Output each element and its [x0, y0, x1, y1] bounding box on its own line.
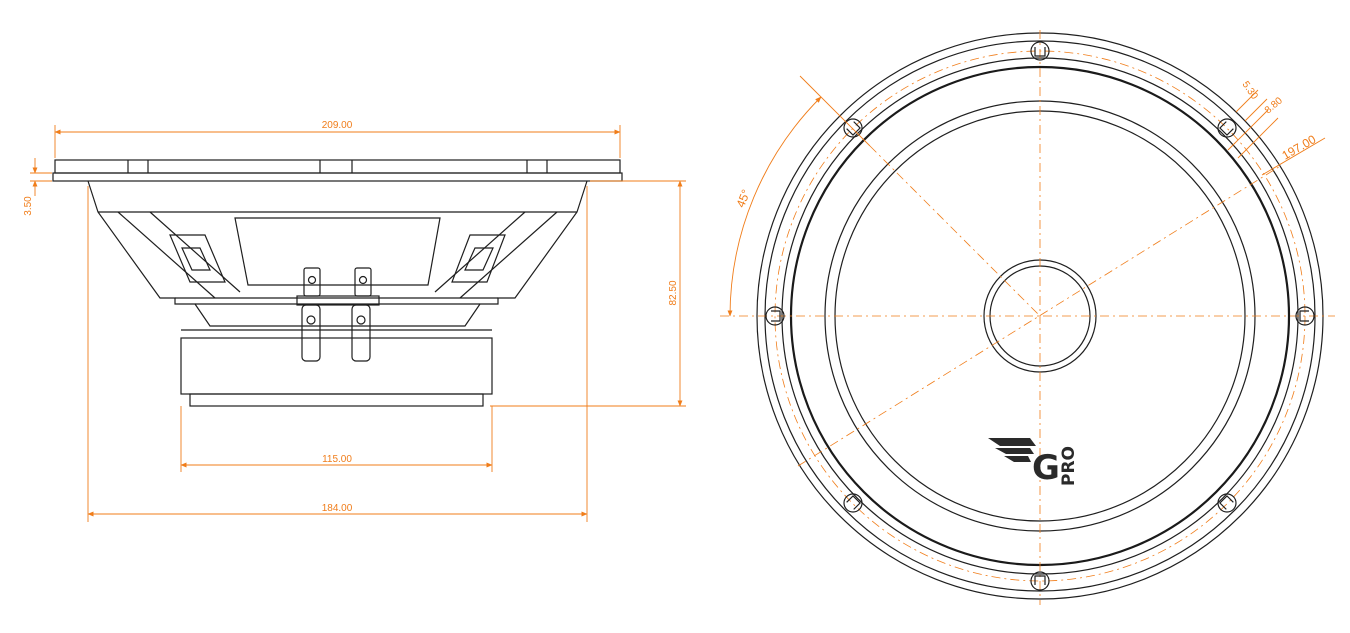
dim-angle-label: 45°	[733, 187, 753, 209]
side-basket-inner	[98, 211, 577, 305]
front-view: 45° 5.30 8.80 197.00 G PRO	[720, 30, 1335, 605]
dim-angle: 45°	[727, 75, 871, 317]
basket-rib-right	[434, 211, 558, 299]
side-flange	[54, 159, 621, 174]
basket-rib-left	[117, 211, 241, 299]
centerline-45deg	[869, 145, 1041, 317]
dim-magnet-width-label: 115.00	[322, 454, 352, 465]
dim-cutout-width: 184.00	[87, 186, 588, 522]
dim-flange-thickness: 3.50	[23, 158, 52, 216]
magnet	[180, 337, 493, 395]
dim-slot-width-label: 5.30	[1240, 79, 1260, 102]
basket-window-left	[169, 234, 226, 283]
dim-slot-length-label: 8.80	[1263, 95, 1285, 116]
gpro-logo-text: PRO	[1059, 446, 1079, 486]
flange-tabs	[127, 160, 548, 173]
gpro-logo-letter: G	[1032, 448, 1060, 488]
dim-bolt-circle-label: 197.00	[1280, 132, 1319, 163]
dim-mount-depth: 82.50	[490, 180, 686, 407]
side-basket	[87, 180, 588, 327]
side-flange-rim	[52, 172, 623, 182]
magnet-plate	[189, 393, 484, 407]
dim-flange-thickness-label: 3.50	[23, 196, 34, 216]
dim-magnet-width: 115.00	[180, 406, 493, 472]
dim-cutout-width-label: 184.00	[322, 503, 353, 514]
dim-mount-depth-label: 82.50	[668, 280, 679, 305]
terminals	[296, 267, 380, 362]
dim-overall-width-label: 209.00	[322, 120, 353, 131]
dim-overall-width: 209.00	[54, 120, 621, 158]
side-view: 209.00 3.50 82.50 115.00	[23, 120, 686, 522]
basket-window-right	[451, 234, 506, 283]
gpro-logo: G PRO	[988, 438, 1079, 488]
